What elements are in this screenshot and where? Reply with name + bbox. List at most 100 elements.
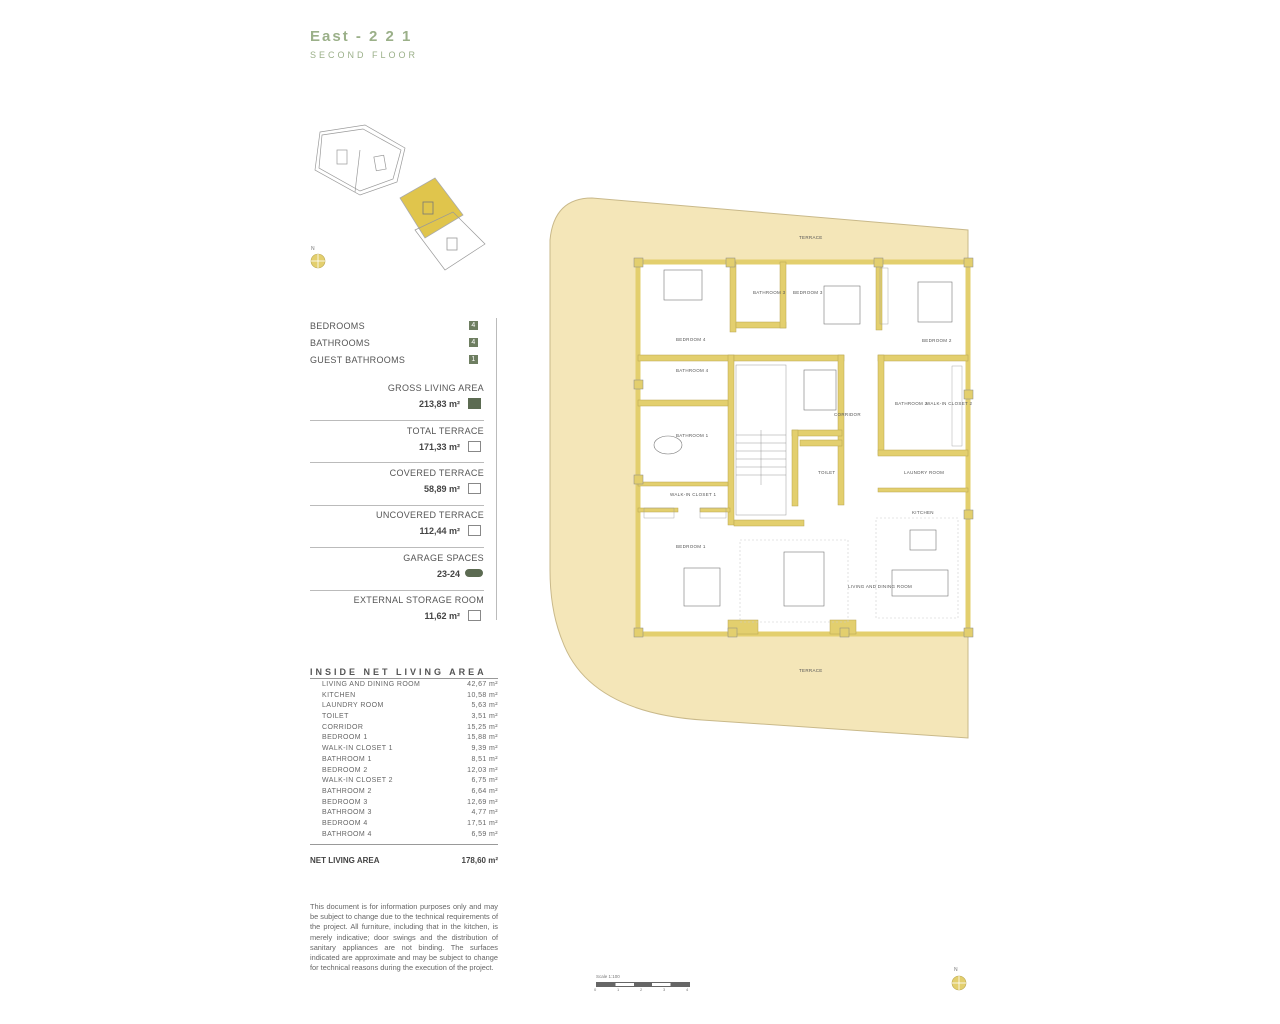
page-title: East - 2 2 1 — [310, 28, 413, 45]
covered-terrace-value: 58,89 m² — [423, 484, 460, 494]
room-area: 6,59 m² — [471, 830, 498, 838]
walkin2-label: WALK-IN CLOSET 2 — [926, 401, 973, 406]
uncovered-terrace-block: UNCOVERED TERRACE 112,44 m² — [310, 510, 484, 536]
room-area: 5,63 m² — [471, 702, 498, 710]
bathroom3-label: BATHROOM 3 — [753, 290, 786, 295]
bedroom2-label: BEDROOM 2 — [922, 338, 952, 343]
room-name: LAUNDRY ROOM — [322, 702, 384, 710]
room-area: 17,51 m² — [467, 819, 498, 827]
total-terrace-block: TOTAL TERRACE 171,33 m² — [310, 426, 484, 452]
compass-icon — [310, 253, 326, 269]
living-dining-label: LIVING AND DINING ROOM — [848, 584, 913, 589]
terrace-bottom-label: TERRACE — [799, 668, 823, 673]
divider — [310, 678, 498, 679]
uncovered-terrace-value: 112,44 m² — [419, 526, 460, 536]
list-item: CORRIDOR 15,25 m² — [322, 724, 498, 735]
toilet-label: TOILET — [818, 470, 836, 475]
walkin1-label: WALK-IN CLOSET 1 — [670, 492, 717, 497]
scale-tick: 4 — [686, 987, 689, 992]
uncovered-terrace-icon — [468, 525, 481, 536]
scale-tick: 1 — [617, 987, 620, 992]
bathroom4-label: BATHROOM 4 — [676, 368, 709, 373]
list-item: BATHROOM 4 6,59 m² — [322, 831, 498, 842]
filled-square-icon — [468, 398, 481, 409]
gross-living-area-value: 213,83 m² — [418, 399, 460, 409]
divider — [310, 505, 484, 506]
room-name: BEDROOM 4 — [322, 819, 368, 827]
room-area: 9,39 m² — [471, 745, 498, 753]
scale-tick: 0 — [594, 987, 597, 992]
gross-living-area-block: GROSS LIVING AREA 213,83 m² — [310, 383, 484, 409]
room-name: TOILET — [322, 713, 349, 721]
room-area: 6,75 m² — [471, 777, 498, 785]
external-storage-label: EXTERNAL STORAGE ROOM — [353, 595, 484, 605]
guest-bathrooms-count-row: GUEST BATHROOMS 1 — [310, 355, 478, 365]
corridor-label: CORRIDOR — [834, 412, 861, 417]
car-icon — [465, 569, 483, 577]
divider — [310, 462, 484, 463]
floor-plan — [549, 197, 974, 739]
compass-icon — [951, 975, 967, 991]
room-name: CORRIDOR — [322, 723, 364, 731]
terrace-top-label: TERRACE — [799, 235, 823, 240]
covered-terrace-label: COVERED TERRACE — [389, 468, 484, 478]
scale-tick: 3 — [663, 987, 666, 992]
net-total-value: 178,60 m² — [461, 856, 498, 865]
room-area: 8,51 m² — [471, 755, 498, 763]
room-area: 15,25 m² — [467, 723, 498, 731]
room-area: 4,77 m² — [471, 809, 498, 817]
key-plan — [314, 124, 486, 271]
net-living-area-total: NET LIVING AREA 178,60 m² — [310, 856, 498, 865]
gross-living-area-label: GROSS LIVING AREA — [387, 383, 484, 393]
list-item: WALK-IN CLOSET 1 9,39 m² — [322, 745, 498, 756]
room-name: BEDROOM 3 — [322, 798, 368, 806]
list-item: BEDROOM 4 17,51 m² — [322, 820, 498, 831]
room-area: 3,51 m² — [471, 713, 498, 721]
room-name: WALK-IN CLOSET 1 — [322, 745, 393, 753]
total-terrace-label: TOTAL TERRACE — [406, 426, 484, 436]
room-area: 12,69 m² — [467, 798, 498, 806]
guest-bathrooms-label: GUEST BATHROOMS — [310, 355, 406, 365]
divider-vertical — [496, 318, 497, 620]
divider — [310, 420, 484, 421]
north-label-key: N — [311, 246, 315, 252]
room-name: BATHROOM 2 — [322, 787, 372, 795]
room-area: 15,88 m² — [467, 734, 498, 742]
room-name: BEDROOM 1 — [322, 734, 368, 742]
bathrooms-label: BATHROOMS — [310, 338, 371, 348]
room-name: BATHROOM 1 — [322, 755, 372, 763]
scale-tick: 2 — [640, 987, 643, 992]
covered-terrace-icon — [468, 483, 481, 494]
garage-spaces-block: GARAGE SPACES 23-24 — [310, 553, 484, 579]
room-name: KITCHEN — [322, 691, 356, 699]
room-area: 42,67 m² — [467, 681, 498, 688]
bathrooms-count-row: BATHROOMS 4 — [310, 338, 478, 348]
bedroom1-label: BEDROOM 1 — [676, 544, 706, 549]
uncovered-terrace-label: UNCOVERED TERRACE — [376, 510, 484, 520]
room-name: BATHROOM 4 — [322, 830, 372, 838]
net-area-title: INSIDE NET LIVING AREA — [310, 667, 487, 677]
covered-terrace-block: COVERED TERRACE 58,89 m² — [310, 468, 484, 494]
storage-box-icon — [468, 610, 481, 621]
divider — [310, 844, 498, 845]
list-item: TOILET 3,51 m² — [322, 713, 498, 724]
external-storage-block: EXTERNAL STORAGE ROOM 11,62 m² — [310, 595, 484, 621]
list-item: BATHROOM 3 4,77 m² — [322, 809, 498, 820]
divider — [310, 590, 484, 591]
room-area: 12,03 m² — [467, 766, 498, 774]
room-name: BATHROOM 3 — [322, 809, 372, 817]
room-area: 6,64 m² — [471, 787, 498, 795]
total-terrace-value: 171,33 m² — [418, 442, 460, 452]
kitchen-label: KITCHEN — [912, 510, 934, 515]
list-item: BEDROOM 1 15,88 m² — [322, 734, 498, 745]
list-item: LAUNDRY ROOM 5,63 m² — [322, 702, 498, 713]
laundry-label: LAUNDRY ROOM — [904, 470, 945, 475]
garage-spaces-value: 23-24 — [436, 569, 460, 579]
bathrooms-value: 4 — [469, 338, 478, 347]
scale-bar — [596, 982, 690, 987]
floor-subtitle: SECOND FLOOR — [310, 50, 419, 60]
